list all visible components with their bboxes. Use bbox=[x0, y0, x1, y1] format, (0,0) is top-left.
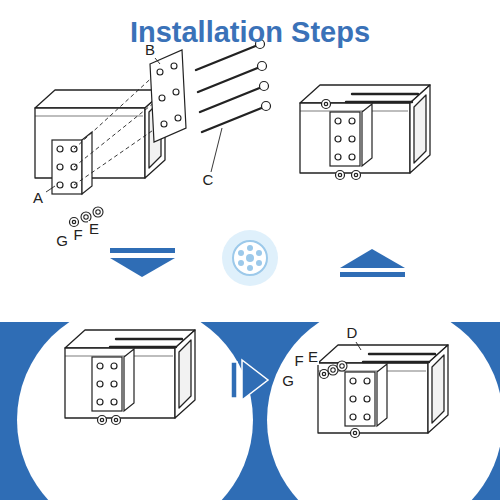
assembled-tube bbox=[65, 330, 195, 425]
part-letter: D bbox=[346, 325, 359, 341]
part-letter: C bbox=[202, 172, 215, 188]
part-letter: B bbox=[144, 42, 156, 58]
part-letter: F bbox=[72, 227, 83, 243]
assembled-tube bbox=[300, 85, 430, 180]
part-letter: F bbox=[293, 353, 304, 369]
part-letter: E bbox=[307, 349, 319, 365]
part-letter: A bbox=[32, 190, 44, 206]
step-arrow bbox=[110, 248, 175, 277]
wheel-icon bbox=[222, 230, 278, 286]
panel-circle bbox=[17, 302, 253, 500]
part-letter: G bbox=[55, 233, 69, 249]
part-letter: E bbox=[88, 221, 100, 237]
step-arrow bbox=[231, 360, 268, 400]
page-title: Installation Steps bbox=[0, 16, 500, 49]
part-letter: G bbox=[281, 373, 295, 389]
step-arrow bbox=[340, 249, 405, 277]
exploded-assembly bbox=[35, 40, 271, 227]
assembled-tube bbox=[318, 342, 448, 438]
panel-circle bbox=[267, 302, 500, 500]
